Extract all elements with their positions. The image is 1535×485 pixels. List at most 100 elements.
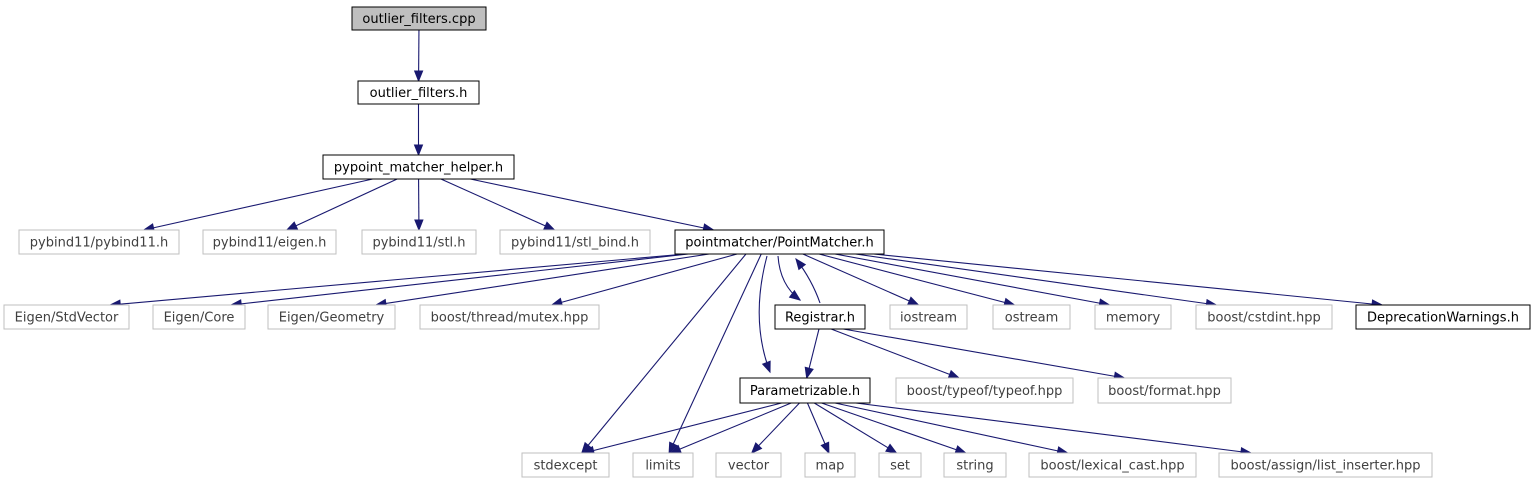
node-pybind11_stl_h: pybind11/stl.h	[361, 229, 477, 255]
edge-arrowhead	[668, 441, 678, 455]
node-deprecation_warnings_h[interactable]: DeprecationWarnings.h	[1355, 304, 1531, 330]
edge-arrowhead	[820, 441, 830, 455]
edge-line	[583, 402, 782, 454]
node-label: iostream	[900, 311, 957, 326]
edge-line	[855, 253, 1217, 306]
node-box	[267, 304, 396, 330]
node-boost_thread_mutex: boost/thread/mutex.hpp	[419, 304, 600, 330]
node-box	[889, 304, 968, 330]
edge-pypoint_matcher_helper_h-to-pybind11_stl_bind_h	[440, 178, 556, 231]
node-limits: limits	[632, 452, 694, 478]
node-box	[351, 6, 487, 31]
edge-pypoint_matcher_helper_h-to-pybind11_eigen_h	[285, 178, 398, 231]
node-label: outlier_filters.cpp	[362, 12, 475, 27]
node-box	[1094, 304, 1172, 330]
edge-arrowhead	[885, 443, 898, 454]
node-box	[1218, 452, 1433, 478]
edge-line	[758, 255, 771, 373]
edge-arrowhead	[947, 369, 961, 379]
node-label: pybind11/eigen.h	[213, 236, 327, 251]
node-label: boost/format.hpp	[1108, 384, 1221, 399]
node-box	[3, 304, 130, 330]
node-label: boost/assign/list_inserter.hpp	[1230, 459, 1420, 474]
node-boost_typeof: boost/typeof/typeof.hpp	[895, 377, 1074, 404]
edge-pointmatcher_h-to-registrar_h	[777, 255, 802, 301]
edge-line	[843, 328, 1125, 379]
node-label: pybind11/pybind11.h	[30, 236, 168, 251]
edge-line	[551, 253, 738, 306]
node-box	[1097, 377, 1232, 404]
nodes-layer: outlier_filters.cpp outlier_filters.hpypo…	[3, 6, 1531, 478]
node-box	[419, 304, 600, 330]
node-label: DeprecationWarnings.h	[1367, 311, 1519, 326]
edge-pypoint_matcher_helper_h-to-pybind11_pybind11_h	[142, 178, 373, 233]
node-box	[943, 452, 1007, 478]
node-label: limits	[645, 459, 681, 474]
edge-line	[143, 178, 373, 231]
edge-line	[751, 402, 800, 454]
node-box	[499, 229, 651, 255]
node-label: pybind11/stl_bind.h	[511, 236, 639, 251]
edge-line	[670, 402, 792, 454]
node-pypoint_matcher_helper_h[interactable]: pypoint_matcher_helper.h	[322, 154, 515, 180]
node-parametrizable_h[interactable]: Parametrizable.h	[739, 377, 871, 404]
edge-arrowhead	[414, 219, 424, 232]
edge-parametrizable_h-to-boost_assign_list_inserter	[855, 402, 1253, 457]
node-box	[322, 154, 515, 180]
edge-parametrizable_h-to-stdexcept	[582, 402, 782, 456]
node-label: pypoint_matcher_helper.h	[334, 161, 503, 176]
edge-line	[834, 402, 1068, 454]
edge-line	[110, 253, 686, 306]
edge-parametrizable_h-to-string	[821, 402, 968, 455]
edge-pypoint_matcher_helper_h-to-pybind11_stl_h	[414, 178, 424, 232]
node-outlier_filters_cpp[interactable]: outlier_filters.cpp	[351, 6, 487, 31]
node-pybind11_eigen_h: pybind11/eigen.h	[202, 229, 337, 255]
node-label: pybind11/stl.h	[372, 236, 465, 251]
node-box	[202, 229, 337, 255]
edge-pointmatcher_h-to-parametrizable_h	[758, 255, 771, 374]
node-boost_format: boost/format.hpp	[1097, 377, 1232, 404]
node-box	[1028, 452, 1197, 478]
node-pybind11_stl_bind_h: pybind11/stl_bind.h	[499, 229, 651, 255]
node-box	[152, 304, 246, 330]
node-box	[521, 452, 610, 478]
edge-parametrizable_h-to-boost_lexical_cast	[834, 402, 1069, 456]
edge-arrowhead	[954, 445, 968, 455]
node-pybind11_pybind11_h: pybind11/pybind11.h	[18, 229, 180, 255]
edge-pointmatcher_h-to-eigen_geometry	[374, 253, 710, 309]
edge-line	[470, 178, 714, 231]
edge-line	[375, 253, 710, 306]
node-box	[18, 229, 180, 255]
edge-parametrizable_h-to-vector	[750, 402, 800, 454]
edge-arrowhead	[285, 221, 299, 231]
edge-registrar_h-to-parametrizable_h	[804, 328, 820, 380]
edge-pointmatcher_h-to-eigen_stdvector	[108, 253, 686, 309]
node-box	[1195, 304, 1333, 330]
node-registrar_h[interactable]: Registrar.h	[774, 304, 866, 330]
node-map: map	[804, 452, 856, 478]
node-vector: vector	[715, 452, 782, 478]
node-label: Registrar.h	[785, 311, 855, 326]
node-box	[674, 229, 885, 255]
edge-arrowhead	[788, 289, 802, 301]
node-pointmatcher_h[interactable]: pointmatcher/PointMatcher.h	[674, 229, 885, 255]
edge-registrar_h-to-pointmatcher_h	[795, 257, 821, 304]
node-stdexcept: stdexcept	[521, 452, 610, 478]
edge-outlier_filters_cpp-to-outlier_filters_h	[413, 29, 424, 83]
node-set: set	[878, 452, 922, 478]
node-label: Eigen/Geometry	[279, 311, 385, 326]
edge-arrowhead	[804, 366, 814, 380]
node-outlier_filters_h[interactable]: outlier_filters.h	[357, 80, 480, 105]
edge-arrowhead	[542, 221, 556, 231]
edge-parametrizable_h-to-map	[806, 402, 830, 455]
edge-arrowhead	[761, 360, 771, 374]
node-label: Eigen/StdVector	[15, 311, 119, 326]
node-box	[632, 452, 694, 478]
edge-pointmatcher_h-to-deprecation_warnings_h	[873, 253, 1384, 309]
edge-line	[802, 253, 919, 306]
node-box	[774, 304, 866, 330]
node-label: boost/thread/mutex.hpp	[431, 311, 589, 326]
edge-pointmatcher_h-to-iostream	[802, 253, 920, 306]
node-label: map	[816, 459, 845, 474]
edge-pointmatcher_h-to-eigen_core	[229, 253, 689, 309]
